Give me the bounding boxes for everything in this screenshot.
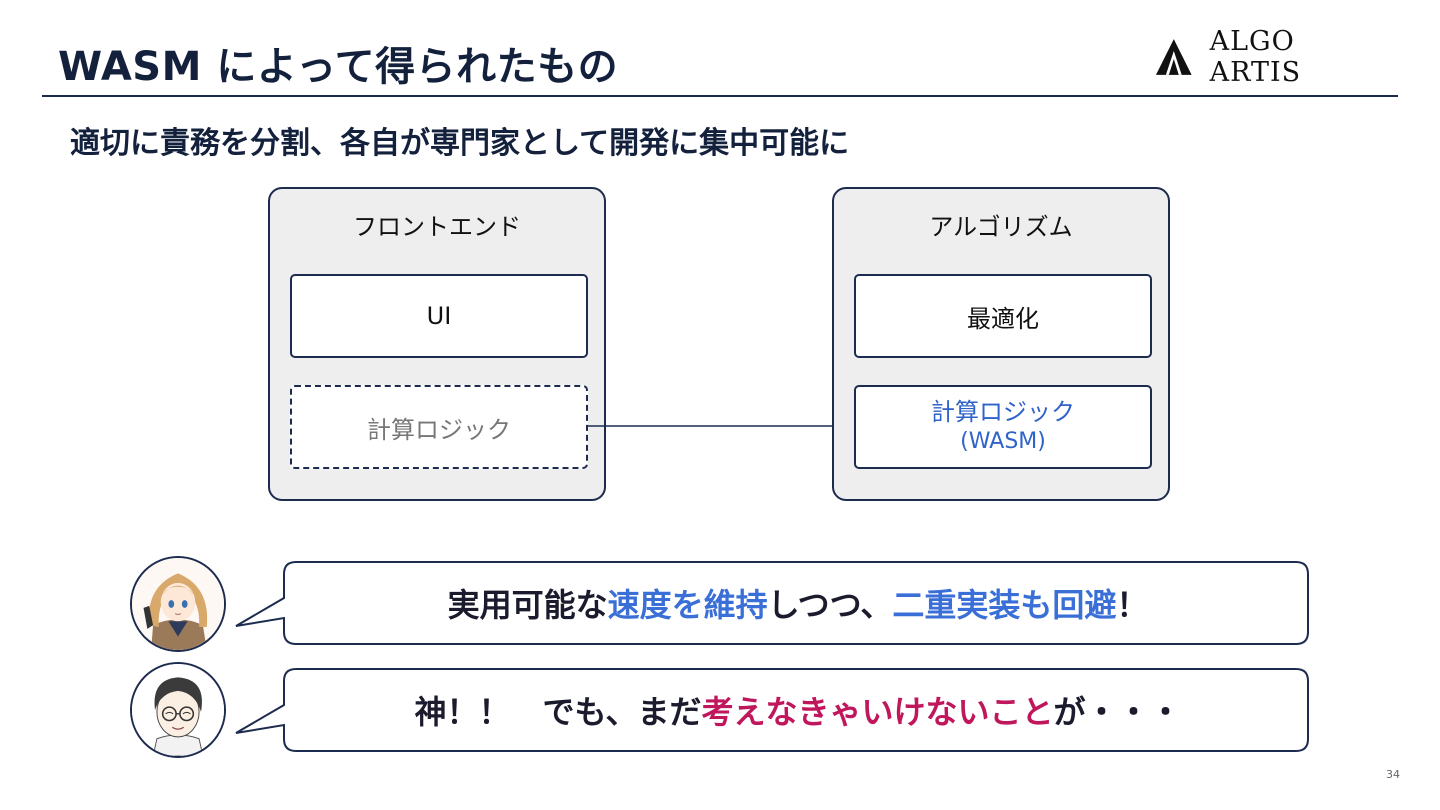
speech-bubble-1-text: 実用可能な速度を維持しつつ、二重実装も回避！	[284, 560, 1312, 646]
title-divider	[42, 95, 1398, 97]
ui-box: UI	[290, 274, 588, 358]
wasm-logic-label: 計算ロジック	[931, 398, 1075, 427]
wasm-logic-box: 計算ロジック (WASM)	[854, 385, 1152, 469]
mountain-triangle-icon	[1155, 39, 1192, 75]
slide-title: WASM によって得られたもの	[58, 44, 619, 90]
speech2-part3: が・・・	[1053, 693, 1182, 731]
frontend-panel-title: フロントエンド	[353, 213, 521, 241]
glasses-man-illustration	[132, 664, 224, 756]
optimization-box: 最適化	[854, 274, 1152, 358]
ui-label: UI	[426, 302, 452, 330]
speech2-highlight: 考えなきゃいけないこと	[701, 693, 1054, 731]
speech2-part1: 神！！ でも、まだ	[414, 693, 702, 731]
avatar-glasses-man	[130, 662, 226, 758]
speech-bubble-2-text: 神！！ でも、まだ考えなきゃいけないことが・・・	[284, 667, 1312, 753]
speech-bubble-1: 実用可能な速度を維持しつつ、二重実装も回避！	[234, 560, 1312, 646]
algorithm-panel: アルゴリズム 最適化 計算ロジック (WASM)	[832, 187, 1170, 501]
anime-girl-illustration: ᆞᆞ	[132, 558, 224, 650]
speech1-part1: 実用可能な	[447, 586, 608, 624]
speech-bubble-2-shape	[235, 668, 1309, 752]
slide-subtitle: 適切に責務を分割、各自が専門家として開発に集中可能に	[70, 126, 850, 161]
speech-bubble-2: 神！！ でも、まだ考えなきゃいけないことが・・・	[234, 667, 1312, 753]
svg-text:ᆞᆞ: ᆞᆞ	[155, 580, 164, 585]
algorithm-panel-title: アルゴリズム	[929, 213, 1073, 241]
speech1-highlight-dual: 二重実装も回避	[892, 586, 1117, 624]
frontend-logic-box: 計算ロジック	[290, 385, 588, 469]
speech1-part5: ！	[1116, 586, 1149, 624]
migration-arrow	[588, 422, 852, 430]
speech1-highlight-speed: 速度を維持	[607, 586, 768, 624]
speech1-part3: しつつ、	[767, 586, 893, 624]
page-number: 34	[1386, 768, 1400, 781]
speech-bubble-1-shape	[235, 561, 1309, 645]
frontend-panel: フロントエンド UI 計算ロジック	[268, 187, 606, 501]
wasm-logic-sublabel: (WASM)	[960, 429, 1046, 455]
frontend-logic-label: 計算ロジック	[367, 415, 511, 444]
optimization-label: 最適化	[967, 304, 1039, 333]
algo-artis-logo: ALGO ARTIS	[1154, 26, 1394, 88]
avatar-anime-girl: ᆞᆞ	[130, 556, 226, 652]
logo-text: ALGO ARTIS	[1209, 26, 1302, 88]
